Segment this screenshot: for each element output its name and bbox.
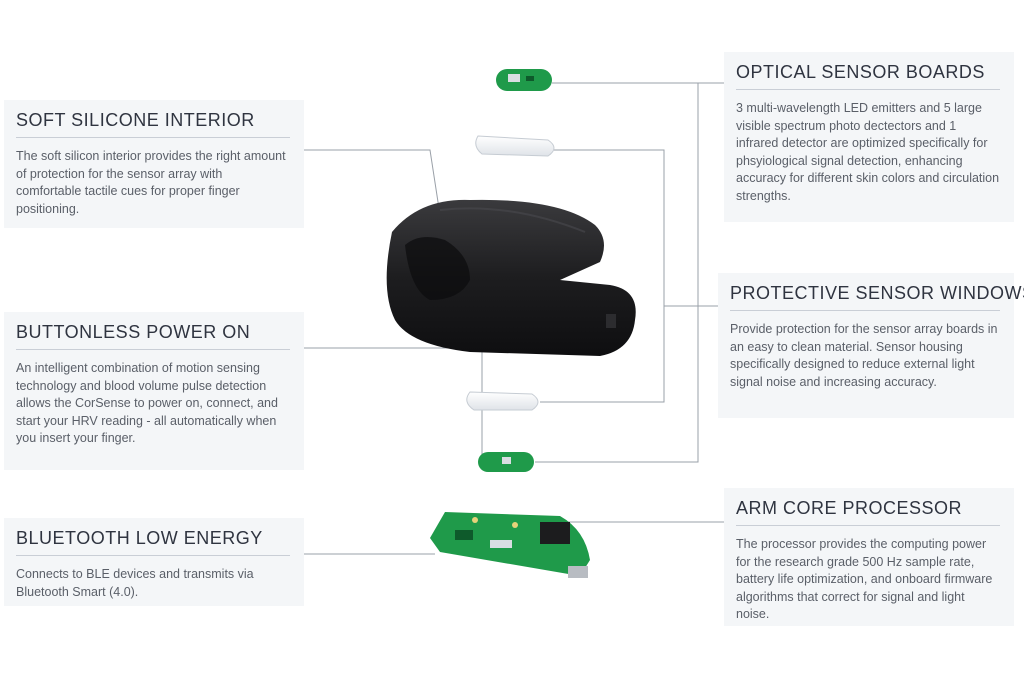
bottom-sensor-board xyxy=(478,452,534,472)
leader-silicone xyxy=(304,149,441,216)
bottom-sensor-window xyxy=(466,391,539,411)
leader-button xyxy=(304,347,483,455)
callout-body: The processor provides the computing pow… xyxy=(736,537,993,621)
callout-protective-windows: PROTECTIVE SENSOR WINDOWS Provide protec… xyxy=(718,273,1024,418)
callout-bluetooth: BLUETOOTH LOW ENERGY Connects to BLE dev… xyxy=(4,518,304,606)
callout-title: ARM CORE PROCESSOR xyxy=(736,498,1000,526)
callout-body: 3 multi-wavelength LED emitters and 5 la… xyxy=(736,101,1000,203)
callout-title: BLUETOOTH LOW ENERGY xyxy=(16,528,290,556)
callout-body: The soft silicon interior provides the r… xyxy=(16,149,286,216)
top-sensor-window xyxy=(475,135,555,157)
top-sensor-board xyxy=(496,69,552,91)
callout-body: An intelligent combination of motion sen… xyxy=(16,361,278,445)
callout-title: PROTECTIVE SENSOR WINDOWS xyxy=(730,283,1024,311)
leader-lines xyxy=(304,82,724,555)
callout-title: OPTICAL SENSOR BOARDS xyxy=(736,62,1000,90)
callout-arm-processor: ARM CORE PROCESSOR The processor provide… xyxy=(724,488,1014,626)
callout-body: Connects to BLE devices and transmits vi… xyxy=(16,567,254,599)
callout-title: SOFT SILICONE INTERIOR xyxy=(16,110,290,138)
housing-shell xyxy=(386,199,636,356)
leader-optical-lower xyxy=(535,83,699,463)
callout-title: BUTTONLESS POWER ON xyxy=(16,322,290,350)
callout-buttonless-power: BUTTONLESS POWER ON An intelligent combi… xyxy=(4,312,304,470)
main-pcb xyxy=(430,512,590,578)
callout-soft-silicone: SOFT SILICONE INTERIOR The soft silicon … xyxy=(4,100,304,228)
callout-body: Provide protection for the sensor array … xyxy=(730,322,998,389)
callout-optical-sensor: OPTICAL SENSOR BOARDS 3 multi-wavelength… xyxy=(724,52,1014,222)
leader-windows-top xyxy=(540,149,665,403)
